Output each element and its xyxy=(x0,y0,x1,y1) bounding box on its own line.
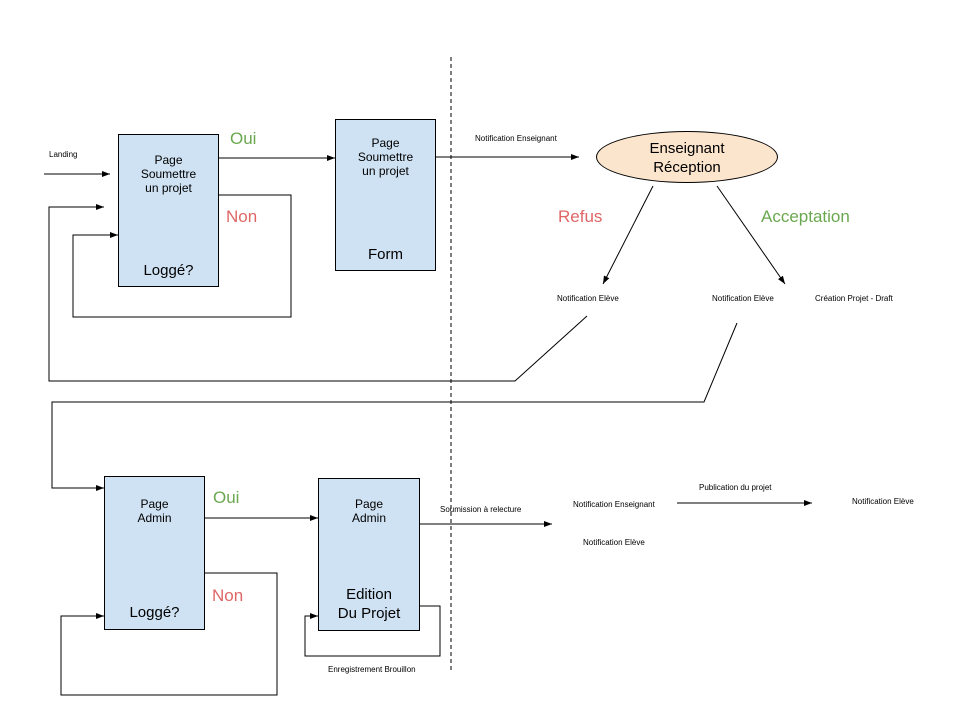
submit-page-logged-box: Page Soumettre un projet Loggé? xyxy=(118,134,219,287)
admin-page-title: Page Admin xyxy=(137,497,172,525)
submit-page-title: Page Soumettre un projet xyxy=(140,153,197,195)
admin-edit-label: Edition Du Projet xyxy=(337,586,401,622)
refus-label: Refus xyxy=(558,207,603,226)
submit-page-form-box: Page Soumettre un projet Form xyxy=(335,119,436,271)
enregistrement-label: Enregistrement Brouillon xyxy=(328,665,416,674)
arrow-non-loop-bottom xyxy=(60,572,278,696)
notif-enseignant-bottom-label: Notification Enseignant xyxy=(573,500,655,509)
teacher-reception-node: Enseignant Réception xyxy=(596,131,778,183)
arrow-acceptation xyxy=(716,185,786,285)
notif-eleve-accept-label: Notification Elève xyxy=(712,294,774,303)
admin-edit-title: Page Admin xyxy=(351,497,386,525)
oui-label-bottom: Oui xyxy=(213,488,240,507)
arrow-enregistrement-loop xyxy=(304,605,441,657)
admin-page-logged-label: Loggé? xyxy=(129,604,180,621)
arrow-non-loop-top xyxy=(72,194,292,318)
submit-form-label: Form xyxy=(368,246,403,263)
notif-eleve-refus-label: Notification Elève xyxy=(557,294,619,303)
arrow-to-admin xyxy=(51,322,738,491)
admin-page-logged-box: Page Admin Loggé? xyxy=(104,476,205,630)
landing-label: Landing xyxy=(49,150,78,159)
oui-label-top: Oui xyxy=(230,129,257,148)
non-label-bottom: Non xyxy=(212,586,244,605)
notif-eleve-bottom-label: Notification Elève xyxy=(583,538,645,547)
submit-page-logged-label: Loggé? xyxy=(143,262,194,279)
arrow-return-from-refus xyxy=(48,204,588,382)
notif-enseignant-top-label: Notification Enseignant xyxy=(475,134,557,143)
admin-page-edit-box: Page Admin Edition Du Projet xyxy=(318,478,420,631)
acceptation-label: Acceptation xyxy=(761,207,850,226)
arrow-refus xyxy=(602,185,654,285)
publication-label: Publication du projet xyxy=(699,483,772,492)
creation-projet-label: Création Projet - Draft xyxy=(815,294,893,303)
soumission-label: Soumission à relecture xyxy=(440,505,522,514)
notif-eleve-final-label: Notification Elève xyxy=(852,497,914,506)
submit-form-title: Page Soumettre un projet xyxy=(357,136,414,178)
non-label-top: Non xyxy=(226,207,258,226)
